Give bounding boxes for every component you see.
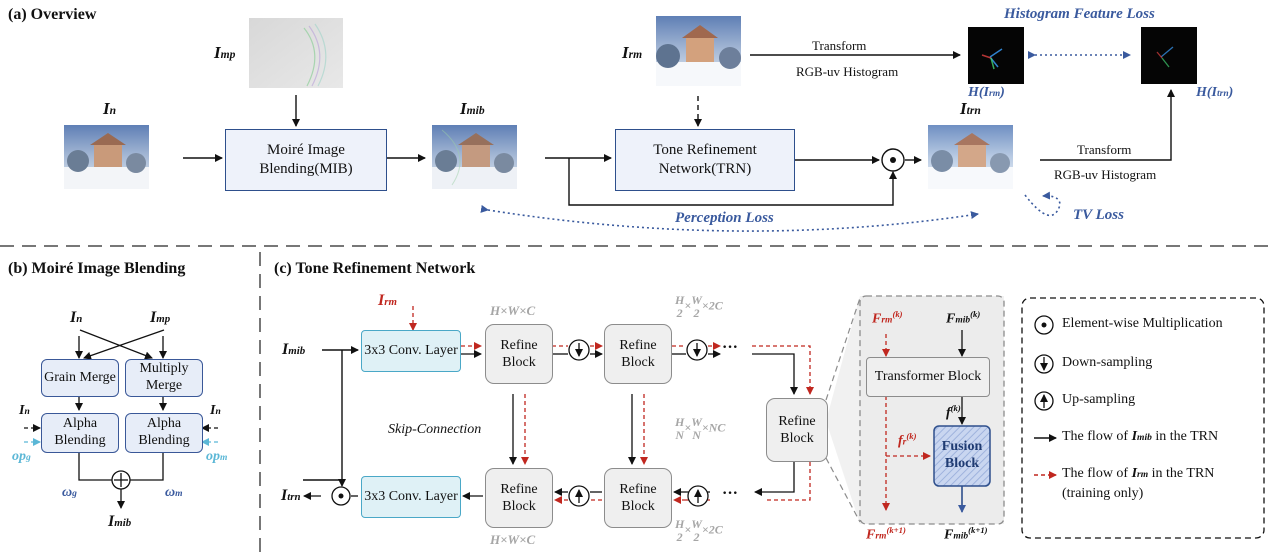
f-rm-k: Frm(k) (872, 309, 903, 327)
alpha-blending-2: Alpha Blending (125, 413, 203, 453)
photo-irm (656, 16, 741, 86)
legend-down: Down-sampling (1062, 355, 1153, 370)
mib-box: Moiré Image Blending(MIB) (225, 129, 387, 191)
trn-detail-title: (c) Tone Refinement Network (274, 260, 476, 277)
transform-bottom: Transform (1077, 142, 1132, 157)
hist-rm (968, 27, 1024, 84)
f-mib-k1: Fmib(k+1) (944, 525, 988, 543)
down-sample-1 (568, 339, 590, 361)
label-imp: Imp (214, 43, 236, 62)
up-sample-2 (568, 485, 590, 507)
transform-top: Transform (812, 38, 867, 53)
refine-detail-panel (859, 295, 1005, 525)
hist-trn (1141, 27, 1197, 84)
h-rm-label: H(Irm) (968, 85, 1005, 100)
legend-up: Up-sampling (1062, 392, 1136, 407)
f-rm-k1: Frm(k+1) (866, 525, 906, 543)
mib-side-n-right: In (210, 403, 221, 418)
label-itrn: Itrn (960, 99, 981, 118)
mib-in-mp: Imp (150, 309, 171, 326)
photo-in (64, 125, 149, 189)
legend-flow-rm-note: (training only) (1062, 486, 1144, 501)
legend-mult: Element-wise Multiplication (1062, 316, 1223, 331)
refine-block-n: Refine Block (766, 398, 828, 462)
photo-imp (249, 18, 343, 88)
dim-full-bottom: H×W×C (490, 532, 536, 547)
photo-itrn (928, 125, 1013, 189)
refine-block-1: Refine Block (485, 324, 553, 384)
legend-flow-rm: The flow of Irm in the TRN (1062, 466, 1215, 481)
refine-block-3: Refine Block (604, 468, 672, 528)
op-m-label: opm (206, 449, 228, 464)
mib-out-label: Imib (108, 513, 132, 530)
alpha-blending-1: Alpha Blending (41, 413, 119, 453)
f-k: f(k) (946, 403, 961, 421)
mib-side-n-left: In (19, 403, 30, 418)
label-imib: Imib (460, 99, 485, 118)
hist-bottom: RGB-uv Histogram (1054, 167, 1157, 182)
trn-out: Itrn (281, 487, 301, 504)
refine-block-2: Refine Block (604, 324, 672, 384)
h-trn-label: H(Itrn) (1196, 85, 1234, 100)
conv-in-box: 3x3 Conv. Layer (361, 330, 461, 372)
legend-flow-mib: The flow of Imib in the TRN (1062, 429, 1219, 444)
mib-in-n: In (70, 309, 83, 326)
multiply-merge-box: Multiply Merge (125, 359, 203, 397)
label-in: In (103, 99, 117, 118)
hist-top: RGB-uv Histogram (796, 64, 899, 79)
overview-title: (a) Overview (8, 6, 97, 23)
f-mib-k: Fmib(k) (946, 309, 981, 327)
fusion-block-bg (933, 425, 991, 487)
op-g-label: opg (12, 449, 31, 464)
dim-full-top: H×W×C (490, 303, 536, 318)
omega-m-label: ωm (165, 485, 183, 500)
omega-g-label: ωg (62, 485, 77, 500)
refine-block-4: Refine Block (485, 468, 553, 528)
transformer-block: Transformer Block (866, 357, 990, 397)
grain-merge-box: Grain Merge (41, 359, 119, 397)
skip-connection-label: Skip-Connection (388, 422, 482, 437)
conv-out-box: 3x3 Conv. Layer (361, 476, 461, 518)
trn-in-rm: Irm (378, 292, 397, 309)
trn-box: Tone Refinement Network(TRN) (615, 129, 795, 191)
dots-bottom: ··· (722, 485, 739, 502)
label-irm: Irm (622, 43, 643, 62)
mib-detail-title: (b) Moiré Image Blending (8, 260, 186, 277)
fusion-block: Fusion Block (941, 439, 983, 471)
dots-top: ··· (722, 339, 739, 356)
down-sample-2 (686, 339, 708, 361)
photo-imib (432, 125, 517, 189)
trn-in-mib: Imib (282, 341, 306, 358)
perception-loss-label: Perception Loss (675, 210, 774, 226)
tv-loss-label: TV Loss (1073, 207, 1124, 223)
up-sample-1 (687, 485, 709, 507)
f-r-k: fr(k) (898, 431, 917, 449)
legend-box (1021, 297, 1265, 539)
histogram-loss-label: Histogram Feature Loss (1004, 6, 1155, 22)
